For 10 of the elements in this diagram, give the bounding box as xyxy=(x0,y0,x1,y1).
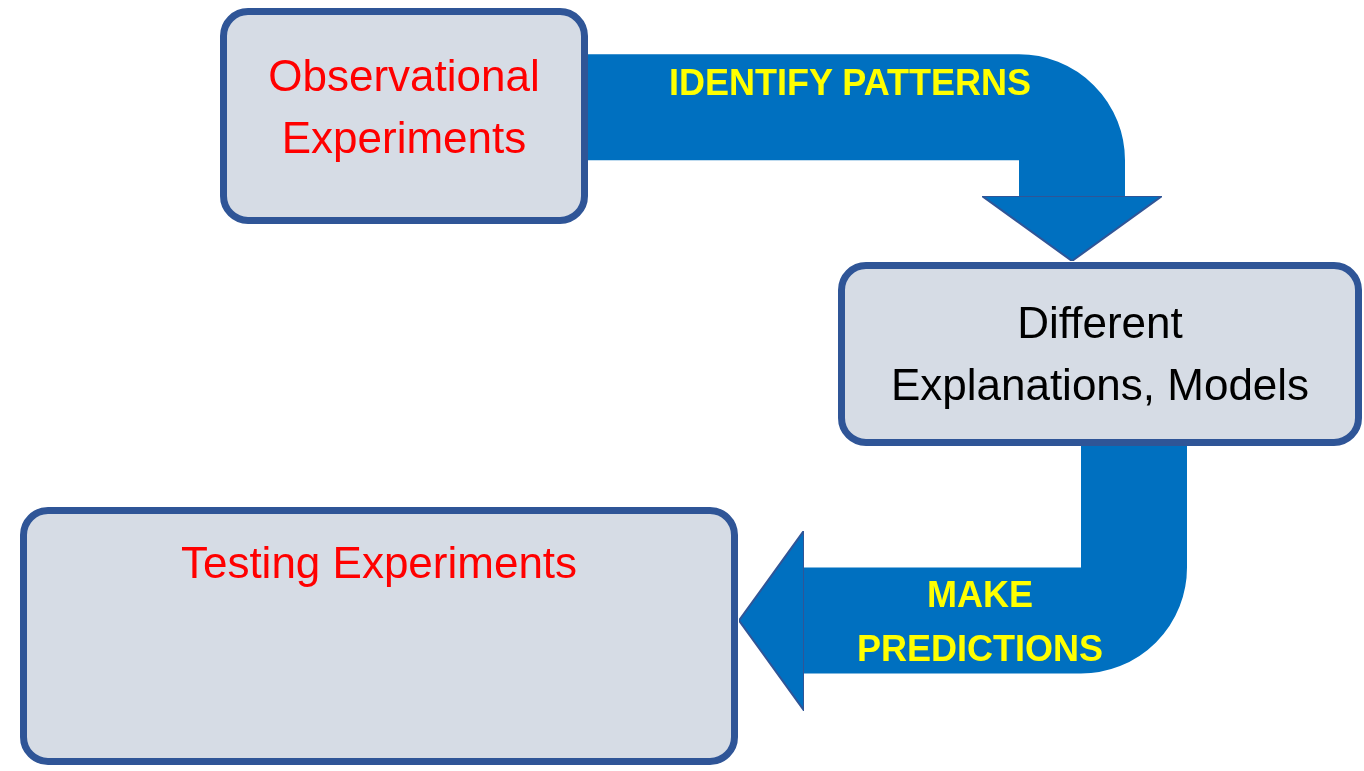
box-text: Observational Experiments xyxy=(267,50,541,164)
box-text: Different Explanations, Models xyxy=(889,297,1311,411)
bent-arrow xyxy=(588,54,1163,262)
box-text: Testing Experiments xyxy=(180,537,578,589)
edge-label: MAKE PREDICTIONS xyxy=(856,573,1104,671)
bent-arrow xyxy=(738,446,1187,712)
rounded-box xyxy=(220,8,588,224)
rounded-box xyxy=(838,262,1362,446)
rounded-box xyxy=(20,507,738,765)
edge-label: IDENTIFY PATTERNS xyxy=(668,61,1032,105)
